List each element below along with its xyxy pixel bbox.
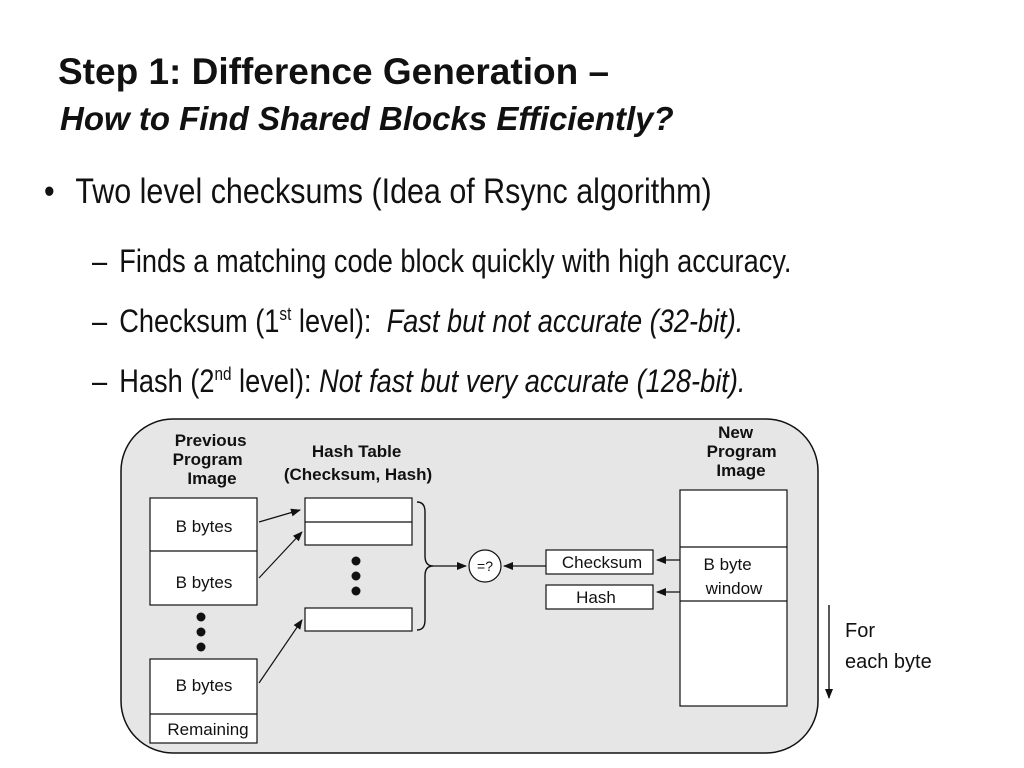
sub-bullet-dash: –	[92, 243, 108, 279]
last-block	[149, 658, 258, 744]
block-label: B bytes	[176, 573, 233, 592]
sub-bullet-text: Finds a matching code block quickly with…	[119, 243, 792, 279]
sub-bullet-pre: Hash (2	[119, 363, 215, 399]
previous-image-header: Previous Program Image	[173, 431, 252, 488]
sub-bullet-sup: nd	[214, 364, 232, 384]
ellipsis-dot	[196, 612, 206, 622]
ellipsis-dot	[351, 571, 361, 581]
block-to-table-arrow	[258, 508, 301, 523]
diagram-panel	[120, 418, 819, 754]
window-label: B byte window	[704, 555, 764, 598]
sub-bullet-dash: –	[92, 303, 108, 339]
ellipsis-dot	[351, 586, 361, 596]
block-to-table-arrow	[258, 531, 303, 579]
sub-bullet-italic: Not fast but very accurate (128-bit).	[319, 363, 746, 399]
checksum-box	[545, 549, 654, 575]
main-bullet: • Two level checksums (Idea of Rsync algo…	[44, 172, 712, 212]
sub-bullet-pre: Checksum (1	[119, 303, 280, 339]
sub-bullet-italic: Fast but not accurate (32-bit).	[386, 303, 744, 339]
hash-box	[545, 584, 654, 610]
bullet-text: Two level checksums (Idea of Rsync algor…	[75, 172, 712, 211]
ellipsis-dot	[196, 627, 206, 637]
for-each-byte-label: For each byte	[845, 620, 932, 673]
new-image-header: New Program Image	[707, 423, 782, 480]
slide-subtitle: How to Find Shared Blocks Efficiently?	[60, 100, 674, 137]
sub-bullet-2: –Checksum (1st level): Fast but not accu…	[92, 303, 743, 340]
sub-bullet-3: –Hash (2nd level): Not fast but very acc…	[92, 363, 745, 400]
sub-bullet-post: level):	[291, 303, 387, 339]
sub-bullet-sup: st	[279, 304, 292, 324]
compare-node	[468, 549, 502, 583]
block-label: B bytes	[176, 517, 233, 536]
ellipsis-dot	[351, 556, 361, 566]
block-to-table-arrow	[258, 619, 303, 684]
sub-bullet-dash: –	[92, 363, 108, 399]
sub-bullet-post: level):	[231, 363, 320, 399]
slide-title: Step 1: Difference Generation –	[58, 51, 610, 92]
block-label: B bytes	[176, 676, 233, 695]
hash-table-entry	[304, 607, 413, 632]
remaining-label: Remaining	[167, 720, 248, 739]
new-image-box	[679, 489, 788, 707]
hash-label: Hash	[576, 588, 616, 607]
compare-label: =?	[477, 558, 493, 574]
sub-bullet-1: –Finds a matching code block quickly wit…	[92, 243, 791, 280]
ellipsis-dot	[196, 642, 206, 652]
hash-table-header: Hash Table (Checksum, Hash)	[284, 442, 432, 484]
bullet-marker: •	[44, 172, 55, 211]
checksum-label: Checksum	[562, 553, 642, 572]
